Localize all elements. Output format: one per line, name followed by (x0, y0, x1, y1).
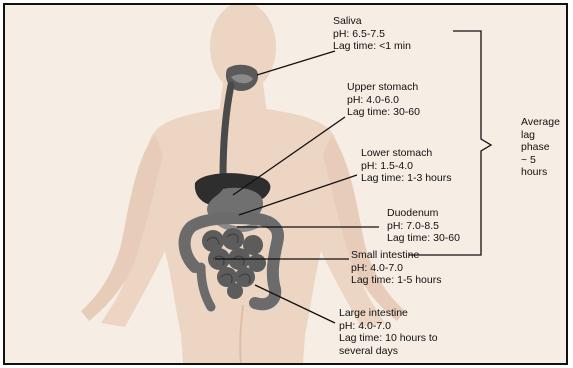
average-line-2: lag (521, 129, 560, 142)
average-line-1: Average (521, 116, 560, 129)
anatomy-illustration (5, 5, 566, 363)
label-average-lag: Average lag phase ~ 5 hours (521, 116, 560, 179)
large-intestine-lag-1: Lag time: 10 hours to (339, 332, 438, 345)
label-lower-stomach: Lower stomach pH: 1.5-4.0 Lag time: 1-3 … (361, 147, 451, 185)
duodenum-name: Duodenum (387, 207, 460, 220)
large-intestine-lag-2: several days (339, 345, 438, 358)
upper-stomach-ph: pH: 4.0-6.0 (347, 94, 420, 107)
label-small-intestine: Small intestine pH: 4.0-7.0 Lag time: 1-… (351, 249, 441, 287)
large-intestine-name: Large intestine (339, 307, 438, 320)
small-intestine-ph: pH: 4.0-7.0 (351, 262, 441, 275)
duodenum-ph: pH: 7.0-8.5 (387, 220, 460, 233)
large-intestine-ph: pH: 4.0-7.0 (339, 320, 438, 333)
small-intestine-lag: Lag time: 1-5 hours (351, 274, 441, 287)
duodenum-lag: Lag time: 30-60 (387, 232, 460, 245)
average-line-3: phase (521, 141, 560, 154)
saliva-name: Saliva (333, 15, 411, 28)
label-large-intestine: Large intestine pH: 4.0-7.0 Lag time: 10… (339, 307, 438, 357)
average-line-5: hours (521, 166, 560, 179)
saliva-ph: pH: 6.5-7.5 (333, 28, 411, 41)
diagram-frame: Saliva pH: 6.5-7.5 Lag time: <1 min Uppe… (3, 3, 568, 365)
upper-stomach-lag: Lag time: 30-60 (347, 106, 420, 119)
lower-stomach-name: Lower stomach (361, 147, 451, 160)
lower-stomach-ph: pH: 1.5-4.0 (361, 160, 451, 173)
label-upper-stomach: Upper stomach pH: 4.0-6.0 Lag time: 30-6… (347, 81, 420, 119)
average-line-4: ~ 5 (521, 154, 560, 167)
label-duodenum: Duodenum pH: 7.0-8.5 Lag time: 30-60 (387, 207, 460, 245)
lower-stomach-lag: Lag time: 1-3 hours (361, 172, 451, 185)
upper-stomach-name: Upper stomach (347, 81, 420, 94)
label-saliva: Saliva pH: 6.5-7.5 Lag time: <1 min (333, 15, 411, 53)
saliva-lag: Lag time: <1 min (333, 40, 411, 53)
small-intestine-name: Small intestine (351, 249, 441, 262)
